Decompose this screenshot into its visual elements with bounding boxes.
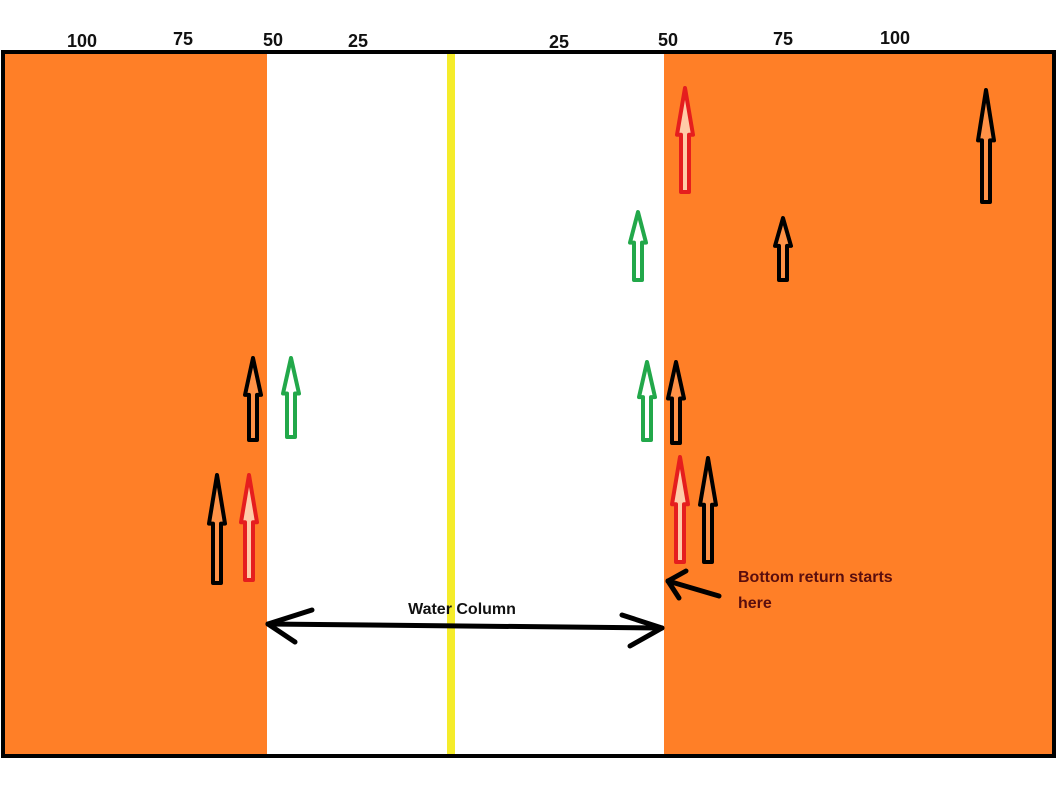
up-arrow-icon-black-9 [666, 360, 686, 445]
up-arrow-icon-black-0 [243, 356, 263, 442]
water-column-label: Water Column [408, 601, 516, 618]
up-arrow-icon-red-4 [675, 86, 695, 194]
scale-label-right-25: 25 [549, 32, 569, 52]
right-sediment-region [664, 52, 1054, 756]
up-arrow-icon-green-5 [628, 210, 648, 282]
scale-label-right-50: 50 [658, 30, 678, 50]
scale-label-left-100: 100 [67, 31, 97, 51]
bottom-return-pointer-arrow [665, 568, 722, 601]
frame-border [1, 50, 1056, 758]
center-line [447, 52, 455, 756]
scale-label-left-25: 25 [348, 31, 368, 51]
left-sediment-region [4, 52, 267, 756]
up-arrow-icon-red-3 [239, 473, 259, 582]
bottom-return-label-line1: Bottom return starts [738, 569, 893, 586]
up-arrow-icon-black-11 [698, 456, 718, 564]
scale-label-right-100: 100 [880, 28, 910, 48]
bottom-return-label-line2: here [738, 595, 772, 612]
up-arrow-icon-black-7 [976, 88, 996, 204]
scale-label-left-75: 75 [173, 29, 193, 49]
scale-label-left-50: 50 [263, 30, 283, 50]
up-arrow-icon-green-1 [281, 356, 301, 439]
water-region [267, 52, 664, 756]
up-arrow-icon-red-10 [670, 455, 690, 564]
water-column-span-arrow [265, 607, 665, 649]
flow-arrows [207, 86, 996, 585]
scale-label-right-75: 75 [773, 29, 793, 49]
scale-labels: 100 75 50 25 25 50 75 100 [67, 28, 910, 52]
up-arrow-icon-black-6 [773, 216, 793, 282]
up-arrow-icon-black-2 [207, 473, 227, 585]
up-arrow-icon-green-8 [637, 360, 657, 442]
